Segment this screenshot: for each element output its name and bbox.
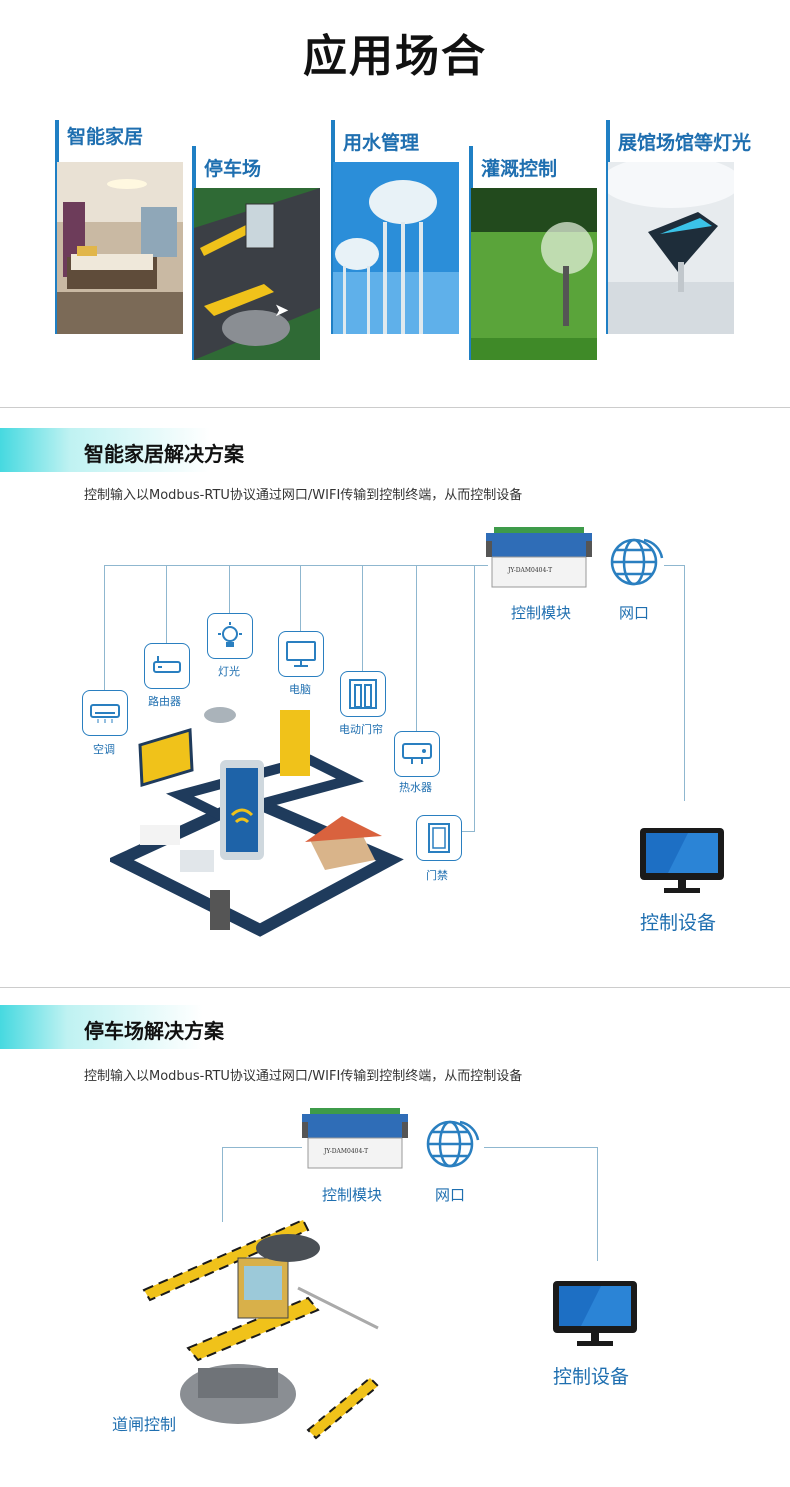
module-label: 控制模块 (511, 604, 572, 622)
control-module-image (302, 1108, 408, 1172)
router-icon (144, 643, 190, 689)
smart-home-illustration (106, 700, 410, 950)
door-access-icon (416, 815, 462, 861)
bedroom-image (57, 162, 183, 334)
air-conditioner-icon (82, 690, 128, 736)
globe-icon (608, 536, 664, 592)
scene-label: 展馆场馆等灯光 (618, 132, 752, 154)
scene-parking: 停车场 ➤ (192, 146, 322, 361)
scene-irrigation: 灌溉控制 (469, 146, 599, 361)
network-label: 网口 (619, 604, 650, 622)
curtain-door-icon (340, 671, 386, 717)
monitor-icon (551, 1279, 639, 1353)
globe-icon (424, 1118, 480, 1174)
section-divider (0, 987, 790, 988)
scene-water: 用水管理 (331, 120, 461, 335)
module-model: JY-DAM0404-T (508, 567, 553, 574)
scene-label: 灌溉控制 (481, 158, 558, 180)
gate-control-label: 道闸控制 (112, 1415, 177, 1434)
scene-label: 停车场 (204, 158, 262, 180)
scene-smart-home: 智能家居 (55, 120, 185, 335)
device-label: 控制设备 (640, 912, 717, 934)
water-tower-image (333, 162, 459, 334)
control-module-image (486, 527, 592, 591)
exhibition-image (608, 162, 734, 334)
scene-exhibition: 展馆场馆等灯光 (606, 120, 766, 335)
parking-image: ➤ (194, 188, 320, 360)
module-label: 控制模块 (322, 1186, 383, 1204)
icon-label: 门禁 (426, 869, 448, 882)
network-label: 网口 (435, 1186, 466, 1204)
irrigation-image (471, 188, 597, 360)
computer-icon (278, 631, 324, 677)
scene-label: 智能家居 (67, 126, 144, 148)
page-title: 应用场合 (303, 31, 487, 82)
section-divider (0, 407, 790, 408)
section-title: 智能家居解决方案 (84, 442, 244, 466)
icon-label: 灯光 (218, 665, 240, 678)
icon-label: 电脑 (289, 683, 311, 696)
section-band (0, 428, 280, 472)
icon-label: 电动门帘 (339, 723, 383, 736)
svg-text:➤: ➤ (274, 300, 289, 320)
scene-label: 用水管理 (343, 132, 420, 154)
section-description: 控制输入以Modbus-RTU协议通过网口/WIFI传输到控制终端，从而控制设备 (84, 488, 523, 503)
icon-label: 热水器 (399, 781, 432, 794)
module-model: JY-DAM0404-T (324, 1148, 369, 1155)
water-heater-icon (394, 731, 440, 777)
icon-label: 空调 (93, 743, 115, 756)
icon-label: 路由器 (148, 695, 181, 708)
light-bulb-icon (207, 613, 253, 659)
parking-gate-illustration (138, 1218, 398, 1448)
monitor-icon (638, 826, 726, 900)
section-description: 控制输入以Modbus-RTU协议通过网口/WIFI传输到控制终端，从而控制设备 (84, 1069, 523, 1084)
section-band (0, 1005, 270, 1049)
device-label: 控制设备 (553, 1366, 630, 1388)
section-title: 停车场解决方案 (84, 1019, 224, 1043)
